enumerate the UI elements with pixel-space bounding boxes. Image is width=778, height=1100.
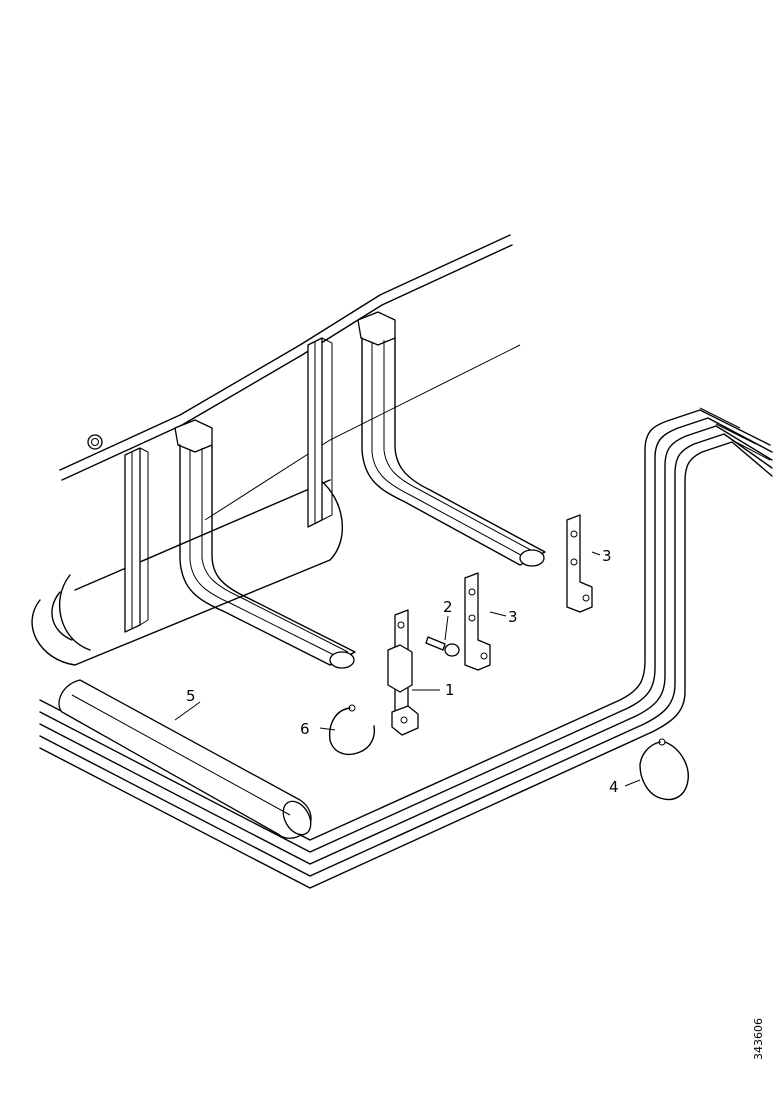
part-label-3-lower: 3: [508, 608, 518, 626]
fuel-tank: [31, 479, 343, 666]
frame-posts: [124, 337, 333, 633]
part-label-4: 4: [609, 778, 619, 796]
part-label-1: 1: [445, 681, 455, 699]
leader-lines: [174, 551, 641, 787]
part-label-5: 5: [186, 687, 196, 705]
clamp-part-1: [387, 609, 419, 736]
drawing-id: 343606: [752, 1018, 765, 1060]
bracket-part-3-lower: [464, 572, 491, 671]
part-label-6: 6: [300, 720, 310, 738]
left-hanger-bracket: [174, 419, 356, 669]
chassis-frame: [59, 234, 521, 521]
hose-bundle: [39, 407, 773, 889]
hose-clip-part-4: [639, 738, 689, 801]
part-label-3-upper: 3: [602, 547, 612, 565]
right-hanger-bracket: [357, 311, 546, 567]
part-labels: 1 2 3 3 4 5 6: [186, 547, 619, 796]
hose-clip-part-6: [328, 704, 376, 756]
bracket-part-3-upper: [566, 514, 593, 613]
bolt-part-2: [425, 636, 460, 657]
part-label-2: 2: [443, 598, 453, 616]
protective-sleeve-part: [58, 679, 312, 839]
